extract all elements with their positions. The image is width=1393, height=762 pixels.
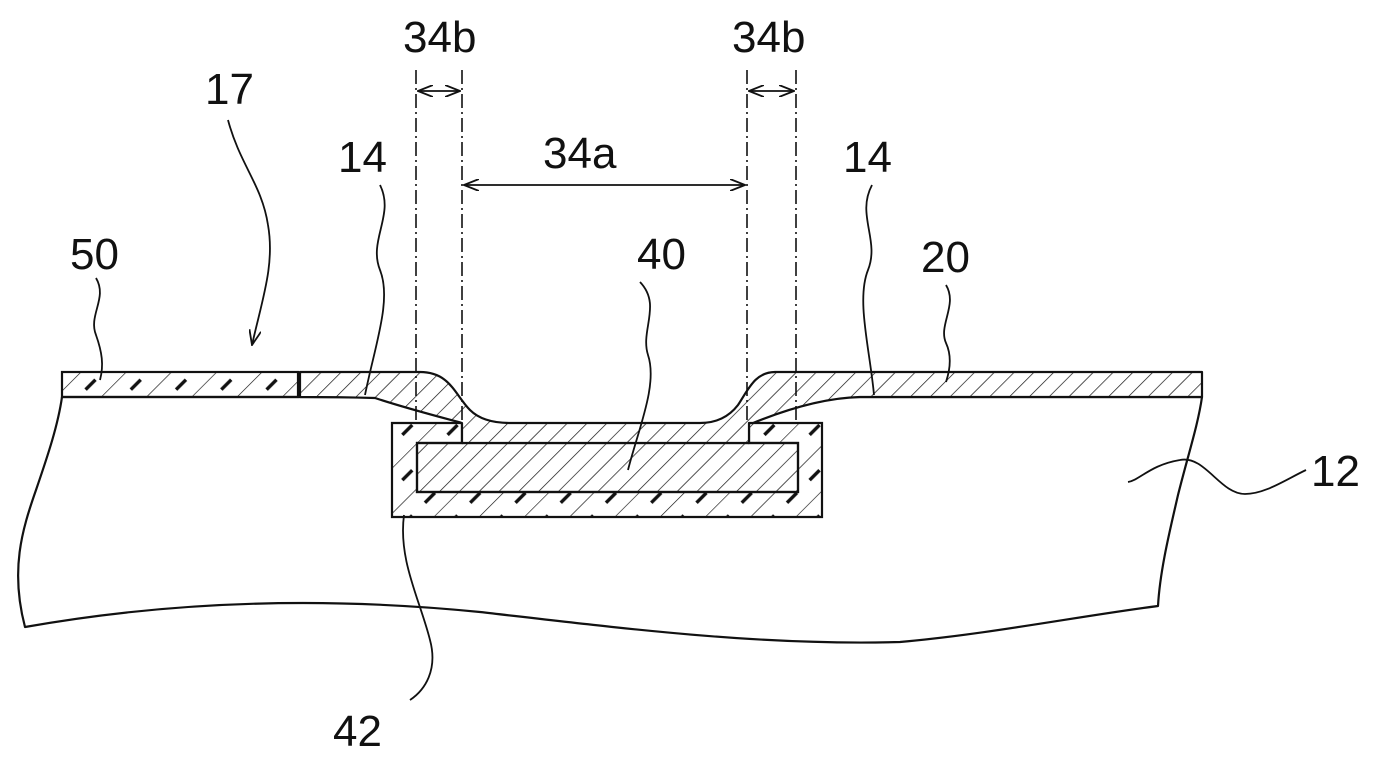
label-50: 50 [70,230,119,279]
leader-42 [402,514,434,701]
label-20: 20 [921,233,970,282]
leader-14-left [364,184,386,396]
leader-50 [93,277,103,381]
label-34b-left: 34b [403,13,476,62]
label-42: 42 [333,707,382,756]
label-14-left: 14 [338,133,387,182]
layer-20-hatch [298,370,1204,445]
layer-50 [60,370,300,399]
leader-12 [1127,458,1307,495]
substrate-12 [16,395,1204,644]
label-34b-right: 34b [732,13,805,62]
label-40: 40 [637,230,686,279]
leader-17 [227,119,271,345]
label-34a: 34a [543,129,617,178]
leader-14-right [862,184,875,396]
label-12: 12 [1311,447,1360,496]
label-14-right: 14 [843,133,892,182]
label-17: 17 [205,65,254,114]
element-40 [415,441,800,494]
leader-20 [943,284,951,383]
leader-40 [627,281,652,471]
